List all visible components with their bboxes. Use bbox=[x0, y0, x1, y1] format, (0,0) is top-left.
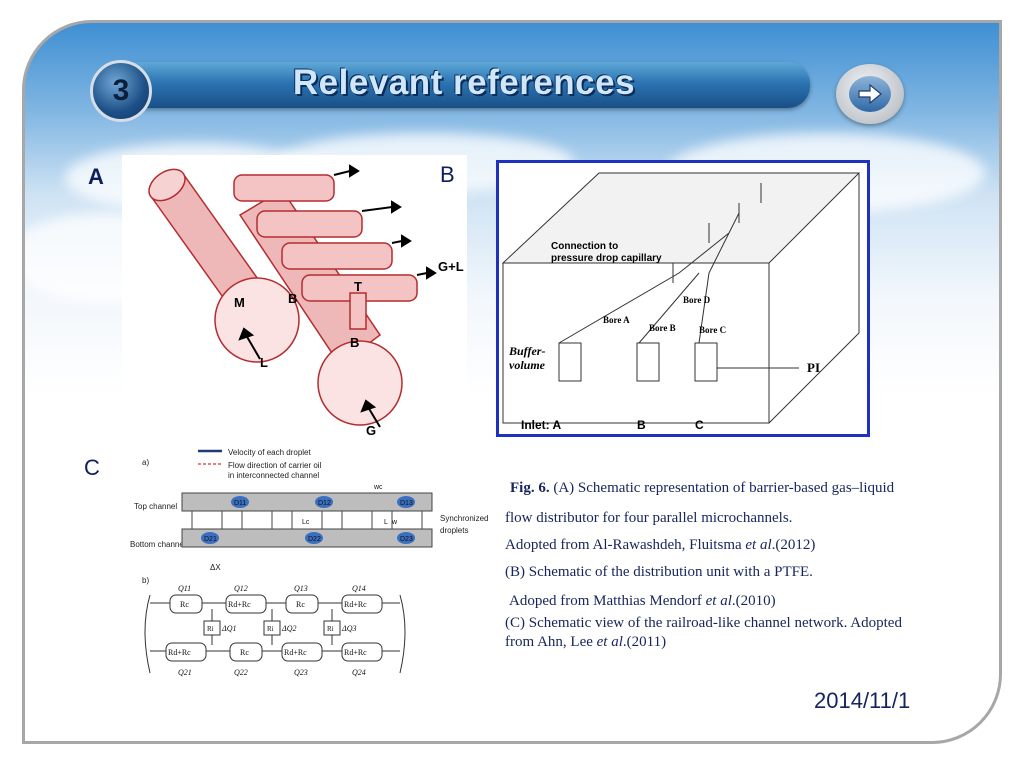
label-bore-b: Bore B bbox=[649, 323, 676, 333]
label-ri-3: Ri bbox=[327, 625, 334, 633]
caption-line-4: (B) Schematic of the distribution unit w… bbox=[505, 564, 813, 580]
label-lc: Lc bbox=[302, 519, 310, 526]
label-bottom-channel: Bottom channel bbox=[130, 540, 186, 549]
label-rc-1: Rc bbox=[180, 600, 189, 609]
label-d23: D23 bbox=[400, 536, 413, 543]
label-q21: Q21 bbox=[178, 668, 192, 677]
section-number-badge: 3 bbox=[90, 60, 152, 122]
label-rdrc-2: Rd+Rc bbox=[344, 600, 367, 609]
label-rdrc-5: Rd+Rc bbox=[344, 648, 367, 657]
label-sync-1: Synchronized bbox=[440, 514, 488, 523]
label-connection-1: Connection to bbox=[551, 241, 618, 252]
label-rc-2: Rc bbox=[296, 600, 305, 609]
label-dq3: ΔQ3 bbox=[341, 624, 356, 633]
label-rdrc-1: Rd+Rc bbox=[228, 600, 251, 609]
label-q11: Q11 bbox=[178, 584, 191, 593]
label-g: G bbox=[366, 423, 376, 438]
label-q12: Q12 bbox=[234, 584, 248, 593]
caption-line-6: (C) Schematic view of the railroad-like … bbox=[505, 615, 902, 631]
label-d13: D13 bbox=[400, 500, 413, 507]
label-rdrc-3: Rd+Rc bbox=[168, 648, 191, 657]
label-q22: Q22 bbox=[234, 668, 248, 677]
label-c-b: b) bbox=[142, 576, 149, 585]
label-connection-2: pressure drop capillary bbox=[551, 253, 662, 264]
label-delta-x: ΔX bbox=[210, 563, 221, 572]
label-ri-2: Ri bbox=[267, 625, 274, 633]
legend-flow-1: Flow direction of carrier oil bbox=[228, 461, 322, 470]
label-d11: D11 bbox=[234, 500, 246, 507]
label-inlet-b: B bbox=[637, 418, 646, 432]
label-b2: B bbox=[350, 335, 359, 350]
label-dq2: ΔQ2 bbox=[281, 624, 296, 633]
label-rdrc-4: Rd+Rc bbox=[284, 648, 307, 657]
label-buffer-1: Buffer- bbox=[508, 344, 545, 358]
caption-line-5: Adoped from Matthias Mendorf bbox=[509, 593, 706, 609]
label-q24: Q24 bbox=[352, 668, 366, 677]
label-buffer-2: volume bbox=[509, 358, 546, 372]
title-bar bbox=[118, 62, 810, 108]
label-d22: D22 bbox=[308, 536, 321, 543]
caption-year-2: .(2010) bbox=[731, 593, 776, 609]
figure-c-label: C bbox=[84, 455, 100, 480]
label-ri-1: Ri bbox=[207, 625, 214, 633]
figure-c-diagram: a) b) Velocity of each droplet Flow dire… bbox=[130, 445, 492, 680]
label-inlet-c: C bbox=[695, 418, 704, 432]
figure-a-diagram: M L G B B T G+L bbox=[122, 155, 467, 445]
figure-b-label: B bbox=[440, 162, 455, 187]
label-t: T bbox=[354, 279, 362, 294]
caption-line-3: Adopted from Al-Rawashdeh, Fluitsma bbox=[505, 537, 746, 553]
caption-line-7: from Ahn, Lee bbox=[505, 634, 597, 650]
label-sync-2: droplets bbox=[440, 526, 468, 535]
caption-line-2: flow distributor for four parallel micro… bbox=[505, 510, 793, 526]
label-d12: D12 bbox=[318, 500, 331, 507]
label-b1: B bbox=[288, 291, 297, 306]
caption-fig-label: Fig. 6. bbox=[510, 480, 550, 496]
next-slide-button[interactable] bbox=[836, 64, 904, 124]
legend-velocity: Velocity of each droplet bbox=[228, 448, 311, 457]
label-q13: Q13 bbox=[294, 584, 308, 593]
caption-line-1: (A) Schematic representation of barrier-… bbox=[549, 480, 895, 496]
label-wc: wc bbox=[373, 484, 383, 491]
label-inlet-a: Inlet: A bbox=[521, 418, 562, 432]
caption-et-al-3: et al bbox=[596, 634, 623, 650]
label-m: M bbox=[234, 295, 245, 310]
label-c-a: a) bbox=[142, 458, 149, 467]
slide-title: Relevant references bbox=[292, 63, 636, 102]
caption-year-3: .(2011) bbox=[622, 634, 667, 650]
label-dq1: ΔQ1 bbox=[221, 624, 236, 633]
label-l: L bbox=[260, 355, 268, 370]
figure-caption: Fig. 6. (A) Schematic representation of … bbox=[505, 480, 975, 651]
label-rc-3: Rc bbox=[240, 648, 249, 657]
label-top-channel: Top channel bbox=[134, 502, 177, 511]
label-pi: PI bbox=[807, 360, 820, 375]
caption-et-al-1: et al bbox=[745, 537, 772, 553]
label-gl: G+L bbox=[438, 259, 464, 274]
label-w: w bbox=[391, 519, 398, 526]
label-q23: Q23 bbox=[294, 668, 308, 677]
arrow-right-icon bbox=[849, 76, 891, 112]
label-l: L bbox=[384, 519, 388, 526]
label-bore-d: Bore D bbox=[683, 295, 711, 305]
label-q14: Q14 bbox=[352, 584, 366, 593]
figure-a-label: A bbox=[88, 164, 104, 189]
caption-et-al-2: et al bbox=[705, 593, 732, 609]
caption-year-1: .(2012) bbox=[771, 537, 816, 553]
figure-b-diagram: Connection to pressure drop capillary Bu… bbox=[496, 160, 870, 437]
label-bore-c: Bore C bbox=[699, 325, 726, 335]
section-number: 3 bbox=[112, 74, 130, 107]
label-bore-a: Bore A bbox=[603, 315, 630, 325]
legend-flow-2: in interconnected channel bbox=[228, 471, 319, 480]
label-d21: D21 bbox=[204, 536, 217, 543]
slide-date: 2014/11/1 bbox=[814, 688, 911, 713]
